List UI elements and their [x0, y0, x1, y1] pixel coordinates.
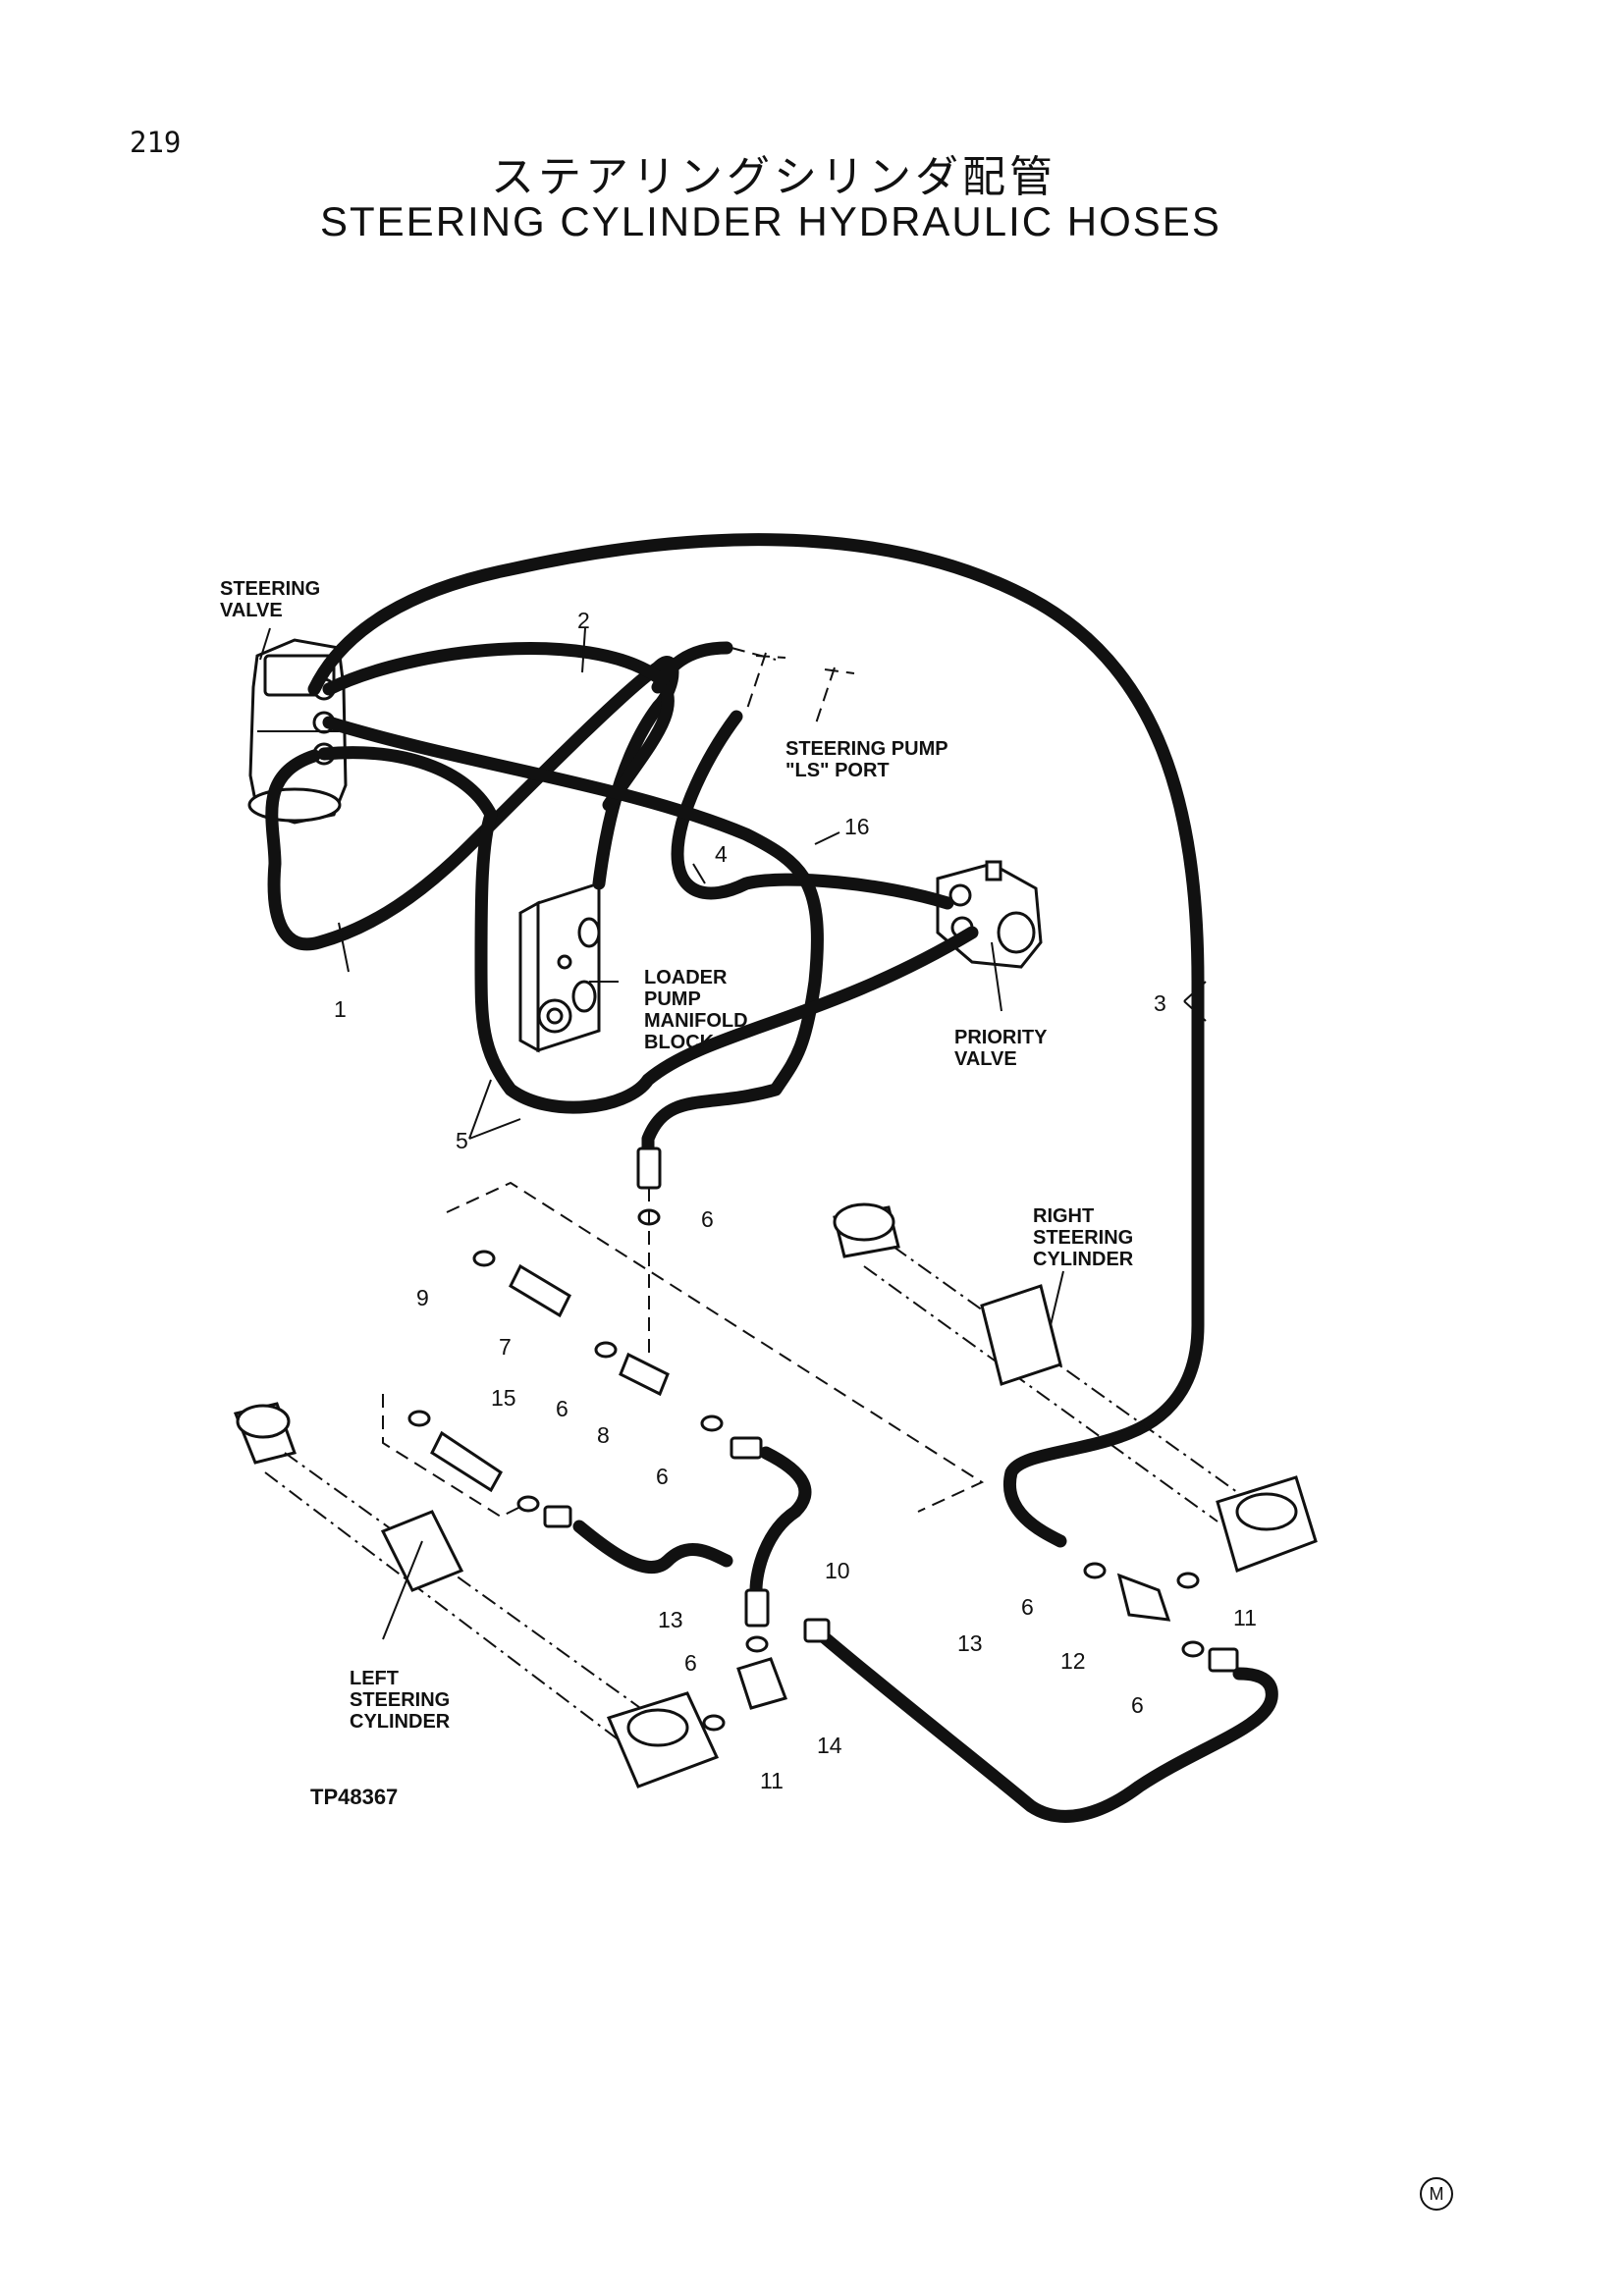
- label-right-cylinder-line1: RIGHT: [1033, 1205, 1094, 1227]
- callout-6b: 6: [556, 1396, 568, 1421]
- label-right-cylinder-line2: STEERING: [1033, 1227, 1133, 1249]
- label-priority-valve-line1: PRIORITY: [954, 1027, 1048, 1048]
- hoses: [265, 533, 1205, 1548]
- title-english: STEERING CYLINDER HYDRAULIC HOSES: [320, 198, 1221, 244]
- callout-2: 2: [577, 608, 590, 633]
- label-manifold-line2: PUMP: [644, 988, 701, 1010]
- title-japanese: ステアリングシリンダ配管: [491, 152, 1056, 202]
- label-steering-valve-line2: VALVE: [220, 600, 283, 621]
- label-priority-valve-line2: VALVE: [954, 1048, 1017, 1070]
- label-manifold-line1: LOADER: [644, 967, 728, 988]
- callout-6c: 6: [656, 1464, 669, 1489]
- callout-13a: 13: [658, 1607, 683, 1632]
- callout-5: 5: [456, 1128, 468, 1153]
- label-manifold-line4: BLOCK: [644, 1032, 715, 1053]
- callout-11a: 11: [1233, 1605, 1257, 1630]
- callout-9: 9: [416, 1285, 429, 1310]
- callout-16: 16: [844, 814, 870, 839]
- page-number: 219: [130, 126, 182, 159]
- label-steering-pump-line1: STEERING PUMP: [785, 738, 948, 760]
- callout-15: 15: [491, 1385, 516, 1411]
- callout-4: 4: [715, 841, 728, 867]
- callout-12: 12: [1060, 1648, 1086, 1674]
- label-steering-pump-line2: "LS" PORT: [785, 760, 890, 781]
- callout-1: 1: [334, 996, 347, 1022]
- priority-valve: [936, 860, 1043, 969]
- callout-6f: 6: [1131, 1692, 1144, 1718]
- callout-7: 7: [499, 1334, 512, 1360]
- label-right-cylinder-line3: CYLINDER: [1033, 1249, 1134, 1270]
- label-manifold-line3: MANIFOLD: [644, 1010, 748, 1032]
- label-steering-valve-line1: STEERING: [220, 578, 320, 600]
- label-left-cylinder-line3: CYLINDER: [350, 1711, 451, 1733]
- callout-3: 3: [1154, 990, 1166, 1016]
- loader-pump-manifold-block: [518, 881, 601, 1053]
- left-steering-cylinder: [233, 1402, 720, 1789]
- leader-lines: [259, 627, 1207, 1640]
- corner-mark: M: [1420, 2177, 1453, 2211]
- callout-6a: 6: [701, 1206, 714, 1232]
- label-left-cylinder-line1: LEFT: [350, 1668, 399, 1689]
- assembly-outline: [382, 1181, 985, 1519]
- callout-8: 8: [597, 1422, 610, 1448]
- callout-6d: 6: [684, 1650, 697, 1676]
- callout-10: 10: [825, 1558, 850, 1583]
- figure-id: TP48367: [310, 1785, 398, 1809]
- label-left-cylinder-line2: STEERING: [350, 1689, 450, 1711]
- callout-6e: 6: [1021, 1594, 1034, 1620]
- callout-14: 14: [817, 1733, 842, 1758]
- right-steering-cylinder: [833, 1202, 1318, 1573]
- callout-11b: 11: [760, 1768, 784, 1793]
- callout-13b: 13: [957, 1630, 983, 1656]
- fittings: [407, 1147, 1278, 1823]
